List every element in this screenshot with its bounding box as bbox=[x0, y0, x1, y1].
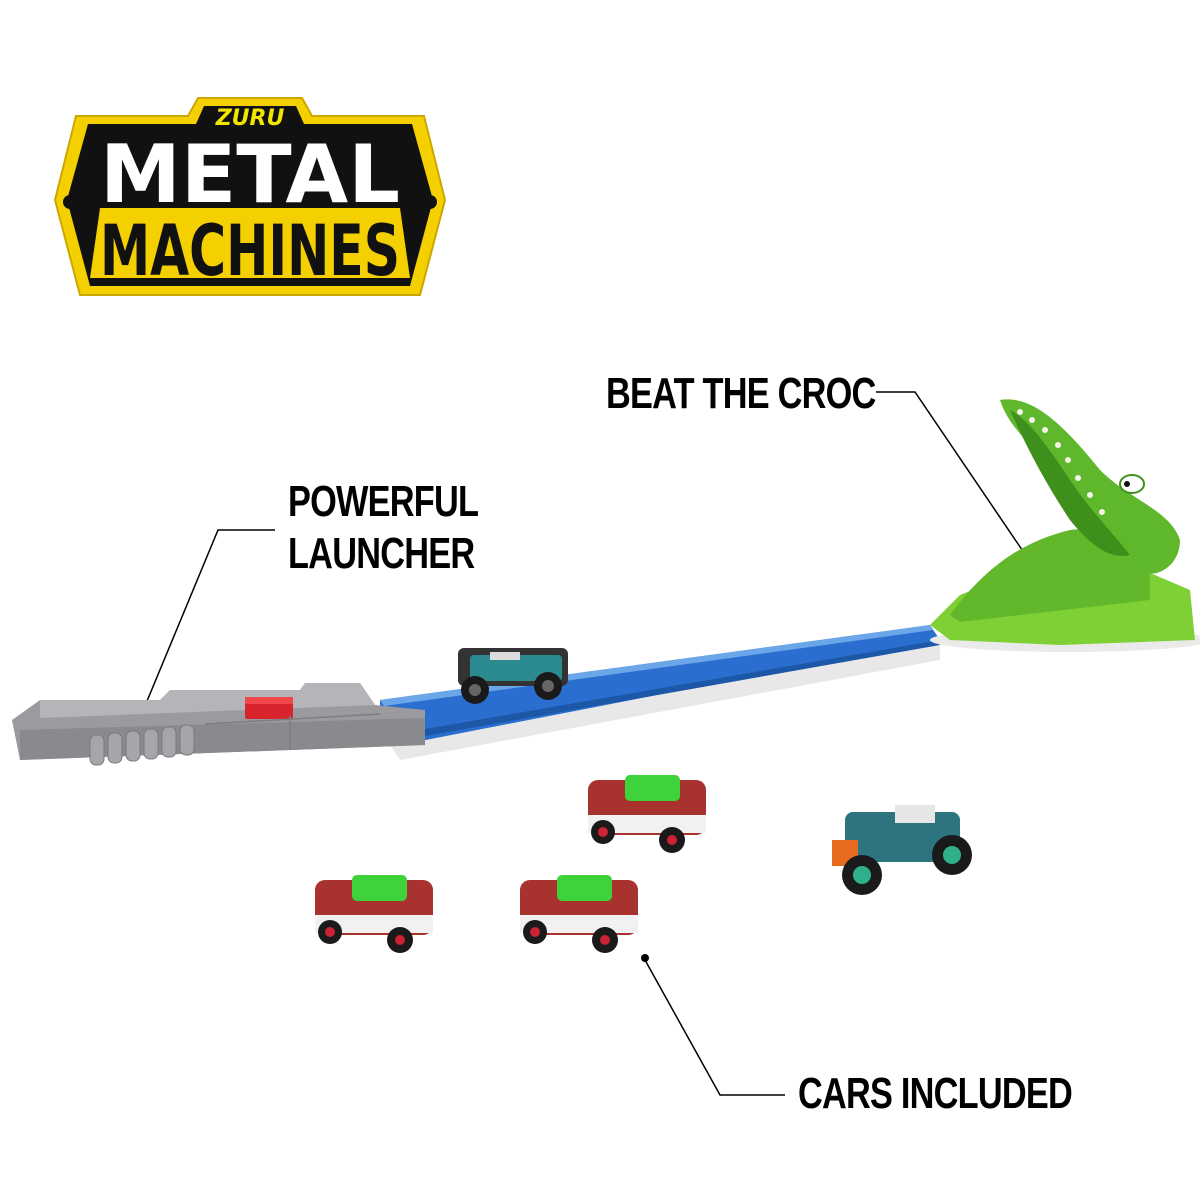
callout-launcher-line2: LAUNCHER bbox=[288, 529, 475, 578]
leader-line-croc bbox=[876, 391, 1034, 567]
callout-launcher-line1: POWERFUL bbox=[288, 477, 479, 526]
logo-brand: ZURU bbox=[215, 106, 285, 131]
car-teal-monster-truck bbox=[832, 805, 972, 895]
car-red-suv-left bbox=[315, 875, 433, 953]
car-on-track bbox=[458, 648, 568, 704]
logo-line1: METAL bbox=[100, 128, 400, 221]
car-red-suv-middle bbox=[520, 875, 638, 953]
crocodile bbox=[930, 399, 1200, 652]
logo-line2: MACHINES bbox=[100, 210, 400, 292]
launcher bbox=[12, 683, 425, 766]
car-red-suv-top bbox=[588, 775, 706, 853]
metal-machines-logo: ZURU METAL MACHINES bbox=[53, 97, 447, 296]
callout-cars-included: CARS INCLUDED bbox=[798, 1069, 1073, 1118]
callout-beat-the-croc: BEAT THE CROC bbox=[606, 369, 876, 418]
leader-line-cars bbox=[644, 959, 785, 1096]
leader-line-launcher bbox=[139, 529, 275, 719]
